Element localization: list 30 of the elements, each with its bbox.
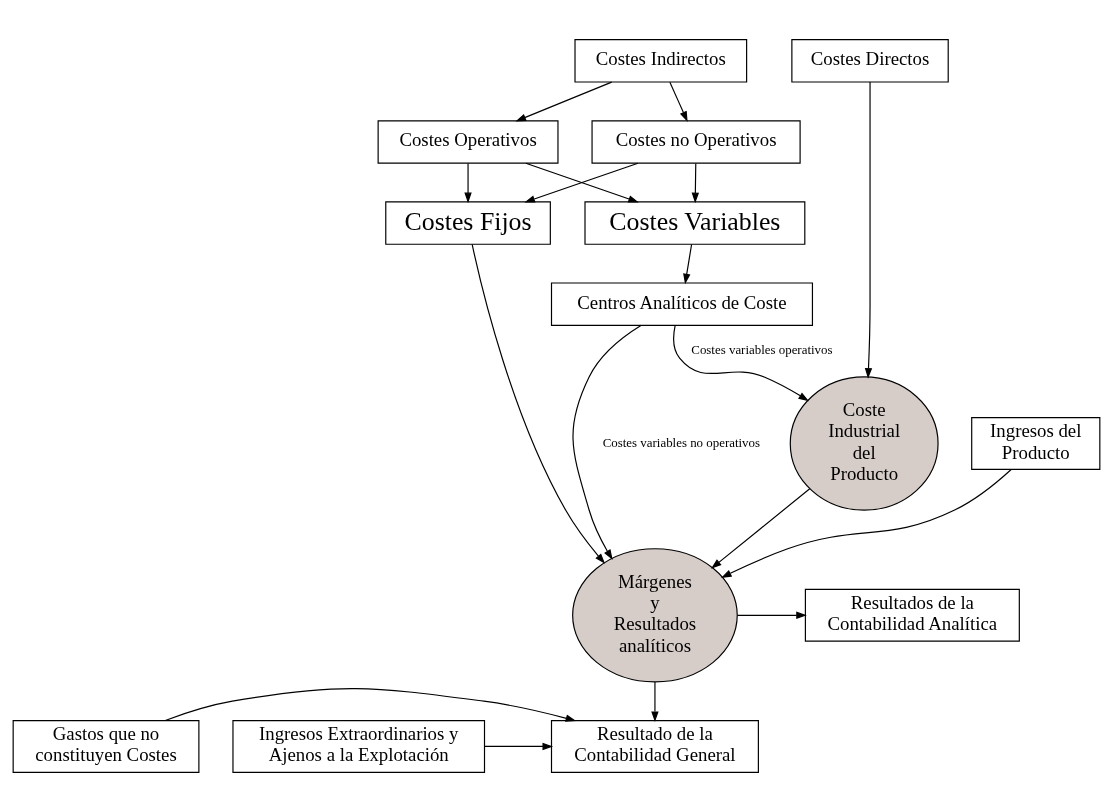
node-circle: Coste Industrial del Producto — [789, 376, 939, 511]
arrow — [683, 243, 693, 285]
arrow — [736, 611, 807, 619]
node-box: Costes Directos — [791, 39, 949, 83]
node-box: Costes Fijos — [385, 201, 551, 245]
arrow — [484, 742, 554, 751]
node-box: Ingresos del Producto — [971, 417, 1101, 470]
node-box: Costes Indirectos — [574, 39, 748, 83]
arrow — [515, 81, 613, 122]
arrow — [164, 688, 577, 722]
node-box: Gastos que no constituyen Costes — [12, 720, 200, 773]
node-box: Costes no Operativos — [591, 120, 801, 164]
arrow — [471, 243, 606, 564]
node-box: Resultados de la Contabilidad Analítica — [804, 588, 1020, 642]
edge-label: Costes variables no operativos — [602, 434, 761, 450]
arrow — [669, 81, 688, 122]
arrow — [673, 324, 809, 402]
edge-label: Costes variables operativos — [691, 342, 833, 358]
node-box: Centros Analíticos de Coste — [550, 282, 814, 326]
node-box: Costes Variables — [584, 201, 806, 245]
arrow — [864, 81, 873, 379]
arrow — [711, 488, 811, 569]
arrow — [691, 162, 700, 204]
arrow — [651, 681, 659, 723]
node-box: Costes Operativos — [377, 120, 559, 164]
arrow — [572, 324, 642, 561]
node-box: Resultado de la Contabilidad General — [550, 720, 759, 773]
arrow — [720, 468, 1012, 578]
arrow — [464, 162, 472, 204]
node-box: Ingresos Extraordinarios y Ajenos a la Explotación — [232, 720, 486, 773]
